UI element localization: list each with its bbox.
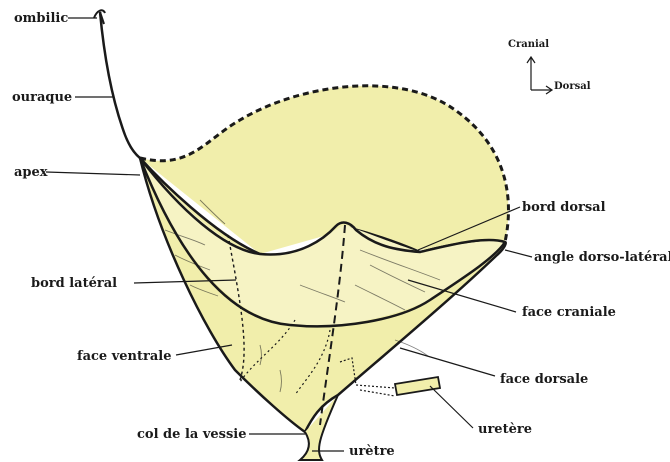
cranial-arrow <box>527 57 535 90</box>
label-apex: apex <box>14 165 48 180</box>
label-bord-dorsal: bord dorsal <box>522 200 606 215</box>
label-ouraque: ouraque <box>12 90 72 105</box>
label-face-ventrale: face ventrale <box>77 349 172 364</box>
dorsal-label: Dorsal <box>554 81 591 92</box>
label-face-craniale: face craniale <box>522 305 616 320</box>
urachus-cord <box>100 12 140 158</box>
label-col-de-la-vessie: col de la vessie <box>137 427 247 442</box>
label-ombilic: ombilic <box>14 11 68 26</box>
label-face-dorsale: face dorsale <box>500 372 588 387</box>
label-bord-lateral: bord latéral <box>31 276 117 291</box>
label-uretere: uretère <box>478 422 532 437</box>
leader-uretere <box>430 386 473 428</box>
label-uretre: urètre <box>349 444 395 459</box>
label-angle-dorso-lateral: angle dorso-latéral <box>534 250 670 265</box>
leader-apex <box>46 172 140 175</box>
ureter-tube <box>395 377 440 395</box>
leader-face-dorsale <box>400 348 495 376</box>
orientation-indicator: Cranial Dorsal <box>508 39 591 94</box>
cranial-label: Cranial <box>508 39 549 50</box>
leader-angle-dorso-lateral <box>505 250 532 257</box>
dorsal-arrow <box>531 86 552 94</box>
